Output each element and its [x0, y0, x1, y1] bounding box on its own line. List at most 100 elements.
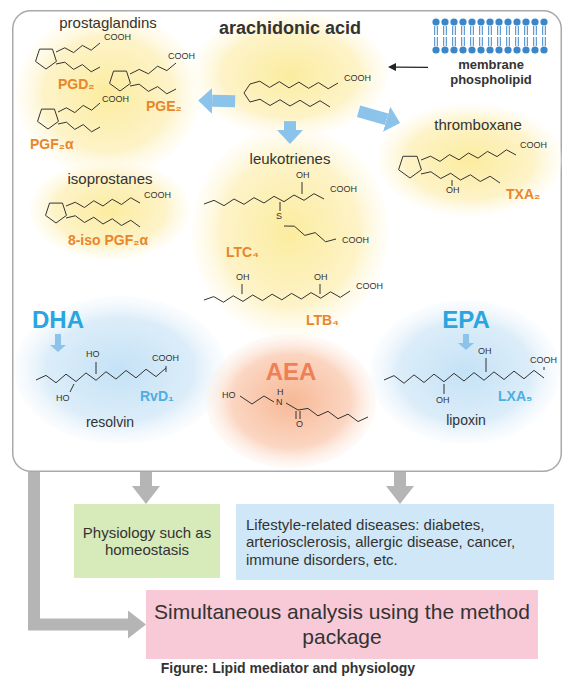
molecule-bond [446, 37, 447, 46]
molecule-bond [464, 26, 465, 35]
mediator-blob: thromboxaneTXA₂ [378, 104, 562, 216]
node-title: isoprostanes [67, 170, 152, 187]
atom-label: OH [296, 171, 310, 180]
atom-label: HO [222, 391, 236, 400]
method-box: Simultaneous analysis using the method p… [146, 590, 538, 659]
blob-fill [192, 12, 388, 136]
node-title: Simultaneous analysis using the method p… [154, 600, 530, 648]
molecule-bond [479, 37, 480, 46]
molecule-bond [488, 26, 489, 35]
molecule-bond [544, 367, 545, 370]
atom-label: O [296, 420, 303, 429]
molecule-bond [527, 37, 528, 46]
atom-label: H [277, 388, 284, 397]
molecule-bond [482, 37, 483, 46]
fatty-acid-blob: EPALXA₅lipoxin [370, 300, 560, 444]
fatty-acid-blob-outline [206, 334, 376, 468]
molecule-bond [443, 37, 444, 46]
molecule-bond [482, 26, 483, 35]
node-text: 8-iso PGF₂α [68, 232, 148, 248]
atom-label: HO [56, 394, 70, 403]
blob-fill [16, 12, 200, 176]
molecule-bond [545, 37, 546, 46]
node-text: PGF₂α [30, 136, 74, 152]
node-title: EPA [442, 306, 490, 334]
molecule-bond [437, 26, 438, 35]
atom-label: COOH [342, 236, 369, 245]
molecule-bond [518, 37, 519, 46]
blob-fill [192, 126, 388, 338]
molecule-bond [491, 37, 492, 46]
lipid-head [540, 46, 547, 53]
outcome-arrow [140, 472, 152, 486]
atom-label: COOH [102, 95, 129, 104]
molecule-bond [96, 362, 97, 374]
molecule-bond [542, 37, 543, 46]
lipid-head [531, 18, 538, 25]
blob-fill [206, 334, 376, 468]
molecule-bond [455, 26, 456, 35]
lipid-head [495, 18, 502, 25]
molecule-bond [300, 411, 301, 419]
node-text: lipoxin [446, 412, 486, 428]
molecule-bond [452, 37, 453, 46]
atom-label: COOH [104, 33, 131, 42]
molecule-bond [296, 411, 297, 419]
molecule-bond [533, 26, 534, 35]
blob-fill [30, 160, 190, 260]
node-title: membrane phospholipid [435, 58, 547, 88]
molecule-bond [542, 26, 543, 35]
molecule-bond [515, 26, 516, 35]
molecule-bond [455, 37, 456, 46]
lipid-head [432, 18, 439, 25]
lipid-head [459, 18, 466, 25]
molecule-bond [434, 26, 435, 35]
atom-label: COOH [530, 356, 557, 365]
molecule-bond [491, 26, 492, 35]
lipid-head [531, 46, 538, 53]
outcome-box: Physiology such as homeostasis [74, 504, 220, 578]
node-text: TXA₂ [506, 186, 540, 202]
molecule-bond [280, 202, 281, 211]
blob-fill [378, 104, 562, 216]
molecule-bond [536, 37, 537, 46]
box-fill [236, 504, 554, 580]
molecule-bond [497, 37, 498, 46]
node-title: Physiology such as homeostasis [82, 524, 212, 559]
lipid-head [486, 46, 493, 53]
molecule-bond [320, 284, 321, 294]
molecule-bond [443, 26, 444, 35]
molecule-bond [473, 37, 474, 46]
molecule-bond [452, 26, 453, 35]
lipid-head [441, 18, 448, 25]
atom-label: COOH [152, 354, 179, 363]
molecule-bond [497, 26, 498, 35]
atom-label: COOH [168, 52, 195, 61]
molecule-bond [470, 37, 471, 46]
atom-label: COOH [520, 141, 547, 150]
mediator-blob: isoprostanes 8-iso PGF₂α [30, 160, 190, 260]
molecule-bond [509, 37, 510, 46]
molecule-bond [444, 384, 445, 394]
molecule-bond [518, 26, 519, 35]
atom-label: OH [314, 273, 328, 282]
molecule-bond [470, 26, 471, 35]
node-title: DHA [32, 306, 84, 334]
atom-label: OH [478, 347, 492, 356]
lipid-head [432, 46, 439, 53]
blob-fill [370, 300, 560, 444]
node-title: AEA [266, 358, 317, 386]
molecule-bond [524, 26, 525, 35]
fatty-acid-blob: DHARvD₁resolvin [14, 296, 226, 444]
atom-label: HO [86, 350, 100, 359]
molecule-bond [536, 26, 537, 35]
molecule-bond [545, 26, 546, 35]
molecule-bond [473, 26, 474, 35]
molecule-bond [506, 37, 507, 46]
molecule-bond [486, 358, 487, 372]
molecule-bond [446, 26, 447, 35]
fatty-acid-blob: AEA [206, 334, 376, 468]
mediator-blob: leukotrienesLTC₄LTB₄ [192, 126, 388, 338]
